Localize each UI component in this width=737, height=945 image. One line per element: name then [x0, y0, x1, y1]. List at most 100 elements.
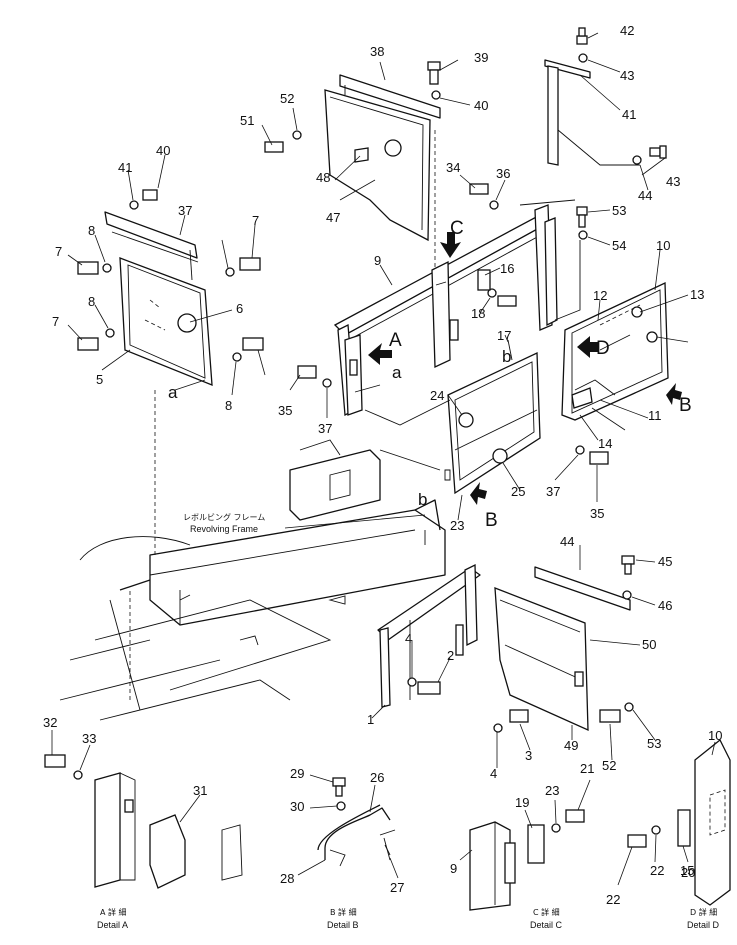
- callout: 50: [642, 637, 656, 652]
- bolt-7a: [239, 257, 261, 271]
- arrow-c-view: [440, 232, 461, 258]
- bolt-3: [509, 709, 529, 723]
- upper-cover-plate: [324, 74, 441, 270]
- left-cover-panel: [104, 211, 213, 386]
- view-letter-A: A: [389, 330, 402, 351]
- callout: 6: [236, 301, 243, 316]
- bolt-22a: [565, 809, 585, 823]
- bolt-52a: [264, 141, 284, 153]
- callout: 11: [648, 408, 662, 423]
- callout: 23: [450, 518, 464, 533]
- fasteners: [44, 27, 667, 861]
- callout: 8: [225, 398, 232, 413]
- callout: 18: [471, 306, 485, 321]
- callout: 35: [278, 403, 292, 418]
- callout: 40: [156, 143, 170, 158]
- callout: 54: [612, 238, 626, 253]
- main-frame: [333, 204, 558, 417]
- bolt-35a: [469, 183, 489, 195]
- bolt-7b: [77, 261, 99, 275]
- detail-a-caption: Detail A: [97, 920, 128, 930]
- callout: 9: [450, 861, 457, 876]
- callout: 49: [564, 738, 578, 753]
- callout-numbers: 1 2 3 4 4 5 6 7 7 7 8 8 8 9 9 10 10 11 1…: [43, 23, 722, 907]
- callout: 33: [82, 731, 96, 746]
- callout: 30: [290, 799, 304, 814]
- arrow-b-right: [666, 383, 682, 405]
- callout: 4: [405, 631, 412, 646]
- view-arrows: [368, 232, 682, 505]
- view-letter-a: a: [392, 363, 402, 382]
- bolt-23b: [627, 834, 647, 848]
- callout: 26: [370, 770, 384, 785]
- callout: 47: [326, 210, 340, 225]
- callout: 2: [447, 648, 454, 663]
- callout: 8: [88, 294, 95, 309]
- callout: 35: [590, 506, 604, 521]
- view-letter-C: C: [450, 218, 464, 239]
- detail-c-caption: Detail C: [530, 920, 563, 930]
- detail-d-caption: Detail D: [687, 920, 720, 930]
- callout: 44: [560, 534, 574, 549]
- callout: 20: [681, 865, 695, 880]
- view-letter-b: b: [418, 490, 427, 509]
- arrow-a-view: [368, 343, 392, 365]
- callout: 7: [55, 244, 62, 259]
- frame-label-jp: レボルビング フレーム: [183, 512, 265, 522]
- bolt-30: [332, 777, 346, 797]
- right-support-bracket: [519, 59, 640, 321]
- view-letter-b: b: [502, 347, 511, 366]
- callout: 8: [88, 223, 95, 238]
- bolt-43a: [576, 27, 588, 45]
- detail-d-caption-jp: D 詳 細: [690, 907, 717, 917]
- callout: 37: [318, 421, 332, 436]
- detail-c-caption-jp: C 詳 細: [533, 907, 560, 917]
- callout: 14: [598, 436, 612, 451]
- view-letter-a: a: [168, 383, 178, 402]
- leader-lines: [51, 32, 716, 886]
- callout: 48: [316, 170, 330, 185]
- callout: 7: [252, 213, 259, 228]
- callout: 38: [370, 44, 384, 59]
- callout: 41: [118, 160, 132, 175]
- bolt-2: [417, 681, 441, 695]
- bolt-7c: [77, 337, 99, 351]
- callout: 40: [474, 98, 488, 113]
- bolt-43b: [649, 145, 667, 159]
- callout: 44: [638, 188, 652, 203]
- callout: 53: [612, 203, 626, 218]
- callout: 51: [240, 113, 254, 128]
- callout: 45: [658, 554, 672, 569]
- detail-a-caption-jp: A 詳 細: [100, 907, 127, 917]
- view-letters: a a b b A B B C D: [168, 218, 692, 531]
- callout: 24: [430, 388, 444, 403]
- callout: 17: [497, 328, 511, 343]
- callout: 28: [280, 871, 294, 886]
- lower-cover-panel: [494, 566, 631, 732]
- callout: 22: [606, 892, 620, 907]
- callout: 16: [500, 261, 514, 276]
- callout: 52: [280, 91, 294, 106]
- callout: 43: [666, 174, 680, 189]
- callout: 53: [647, 736, 661, 751]
- callout: 19: [515, 795, 529, 810]
- callout: 13: [690, 287, 704, 302]
- callout: 7: [52, 314, 59, 329]
- bolt-7d: [242, 337, 264, 351]
- bolt-35b: [297, 365, 317, 379]
- callout: 29: [290, 766, 304, 781]
- lower-frame-bracket: [377, 563, 481, 708]
- center-cover-panel: [364, 351, 541, 495]
- callout: 52: [602, 758, 616, 773]
- callout: 15: [680, 863, 694, 878]
- view-letter-D: D: [596, 338, 610, 359]
- detail-b-drawing: [317, 804, 396, 867]
- frame-label-en: Revolving Frame: [190, 524, 258, 534]
- view-letter-B: B: [679, 395, 692, 416]
- callout: 21: [580, 761, 594, 776]
- arrow-b-center: [470, 482, 487, 505]
- bolt-36: [589, 451, 609, 465]
- callout: 41: [622, 107, 636, 122]
- callout: 12: [593, 288, 607, 303]
